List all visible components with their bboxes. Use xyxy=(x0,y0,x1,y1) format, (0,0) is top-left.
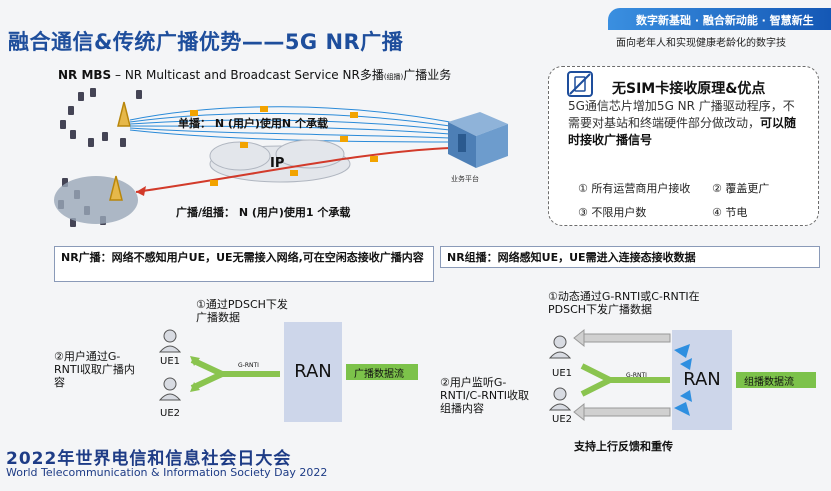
sim-card-title: 无SIM卡接收原理&优点 xyxy=(612,81,766,97)
broadcast-step1: ①通过PDSCH下发广播数据 xyxy=(196,298,288,324)
event-banner: 数字新基础 · 融合新动能 · 智慧新生 xyxy=(608,8,831,30)
broadcast-ue1-label: UE1 xyxy=(160,356,180,367)
broadcast-step2: ②用户通过G-RNTI収取广播内容 xyxy=(54,350,135,389)
sim-advantage-card xyxy=(548,66,819,226)
mbs-definition: NR MBS – NR Multicast and Broadcast Serv… xyxy=(58,66,451,83)
tower-bottom-icon xyxy=(109,175,123,201)
broadcast-line xyxy=(135,147,451,193)
unicast-label: 单播： N (用户)使用N 个承载 xyxy=(178,117,328,130)
nr-broadcast-heading: NR广播：网络不感知用户UE，UE无需接入网络,可在空闲态接收广播内容 xyxy=(54,246,434,282)
multicast-step1: ①动态通过G-RNTI或C-RNTI在PDSCH下发广播数据 xyxy=(548,290,700,316)
server-platform-icon xyxy=(448,112,508,168)
sim-body-bold: 可以随时接收广播信号 xyxy=(568,116,797,147)
multicast-step2: ②用户监听G-RNTI/C-RNTI收取组播内容 xyxy=(440,376,530,415)
ue1-icon xyxy=(158,329,182,353)
ip-cloud xyxy=(209,139,351,183)
feature-2: ② 覆盖更广 xyxy=(712,182,770,195)
feedback-arrows xyxy=(674,344,692,416)
ip-label: IP xyxy=(270,156,285,171)
mbs-text: – NR Multicast and Broadcast Service NR多… xyxy=(111,68,384,82)
multicast-ran: RAN xyxy=(672,330,732,430)
mbs-tail: 广播业务 xyxy=(403,68,452,82)
tower-top-icon xyxy=(117,101,131,127)
mbs-acronym: NR MBS xyxy=(58,68,112,82)
multicast-ue-diagram xyxy=(548,328,671,422)
multicast-ue2-icon xyxy=(548,387,572,411)
multicast-ue2-label: UE2 xyxy=(552,414,572,425)
multicast-ue1-icon xyxy=(548,335,572,359)
feature-3: ③ 不限用户数 xyxy=(578,206,647,219)
broadcast-ran: RAN xyxy=(284,322,342,422)
unicast-beams xyxy=(129,106,451,143)
mbs-small: (组播) xyxy=(383,73,404,81)
broadcast-ue2-label: UE2 xyxy=(160,408,180,419)
network-diagram xyxy=(54,88,508,227)
no-sim-icon xyxy=(567,71,593,97)
feature-4: ④ 节电 xyxy=(712,206,748,219)
feature-1: ① 所有运营商用户接收 xyxy=(578,182,691,195)
page-title: 融合通信&传统广播优势——5G NR广播 xyxy=(8,30,404,54)
packet-icons xyxy=(190,106,378,186)
broadcast-rnti-label: G-RNTI xyxy=(238,362,259,369)
nr-multicast-heading: NR组播：网络感知UE，UE需进入连接态接收数据 xyxy=(440,246,820,268)
footer-event-en: World Telecommunication & Information So… xyxy=(6,466,328,479)
broadcast-ue-diagram xyxy=(158,329,280,401)
sim-card-body: 5G通信芯片增加5G NR 广播驱动程序，不需要对基站和终端硬件部分做改动，可以… xyxy=(568,98,800,149)
multicast-rnti-label: G-RNTI xyxy=(626,372,647,379)
sim-body-text: 5G通信芯片增加5G NR 广播驱动程序，不需要对基站和终端硬件部分做改动， xyxy=(568,99,795,130)
multicast-ue1-label: UE1 xyxy=(552,368,572,379)
broadcast-label: 广播/组播： N (用户)使用1 个承载 xyxy=(176,206,351,219)
broadcast-stream: 广播数据流 xyxy=(346,364,418,380)
ue2-icon xyxy=(158,377,182,401)
user-cluster-top xyxy=(60,88,142,147)
feedback-label: 支持上行反馈和重传 xyxy=(574,440,673,453)
footer-event-cn: 2022年世界电信和信息社会日大会 xyxy=(6,449,292,469)
banner-subtitle: 面向老年人和实现健康老龄化的数字技 xyxy=(616,38,786,49)
multicast-stream: 组播数据流 xyxy=(736,372,816,388)
platform-label: 业务平台 xyxy=(451,175,479,183)
